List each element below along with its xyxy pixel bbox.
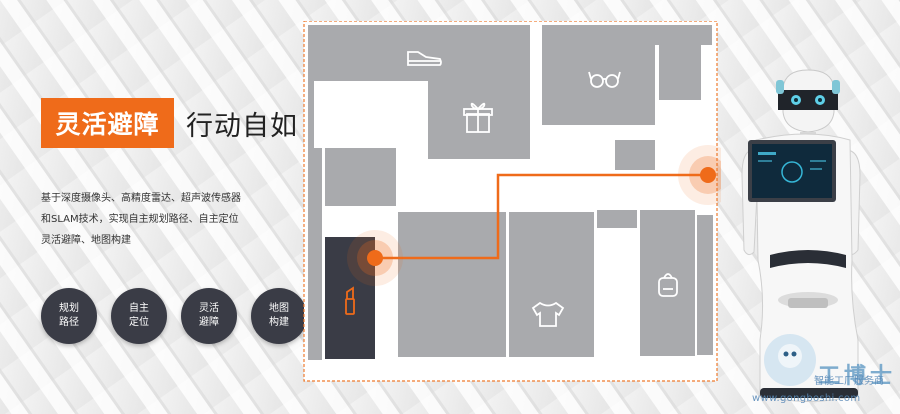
headline-rest: 行动自如	[186, 111, 298, 142]
map-block	[308, 81, 314, 206]
description-line: 和SLAM技术，实现自主规划路径、自主定位	[41, 214, 239, 225]
store-map	[303, 21, 721, 382]
feature-circle-avoidance: 灵活 避障	[181, 288, 237, 344]
feature-label: 地图	[269, 303, 289, 314]
feature-label: 定位	[129, 317, 149, 328]
watermark-logo-icon	[764, 334, 816, 386]
description-line: 灵活避障、地图构建	[41, 235, 131, 246]
map-block	[542, 37, 655, 125]
feature-circle-mapping: 地图 构建	[251, 288, 307, 344]
map-block	[615, 140, 655, 170]
gift-icon	[463, 102, 493, 133]
map-block	[640, 210, 695, 356]
feature-label: 规划	[59, 303, 79, 314]
description-line: 基于深度摄像头、高精度雷达、超声波传感器	[41, 193, 241, 204]
shoe-icon	[407, 51, 442, 66]
headline-highlight: 灵活避障	[41, 98, 174, 148]
lipstick-icon	[345, 286, 355, 315]
map-block	[308, 148, 322, 206]
map-block	[325, 148, 396, 206]
watermark-tagline: 智能工厂服务商	[814, 376, 884, 387]
feature-label: 灵活	[199, 303, 219, 314]
description: 基于深度摄像头、高精度雷达、超声波传感器 和SLAM技术，实现自主规划路径、自主…	[41, 188, 271, 251]
map-block	[398, 237, 506, 357]
feature-label: 自主	[129, 303, 149, 314]
robot-illustration	[741, 69, 861, 402]
feature-label: 路径	[59, 317, 79, 328]
map-block	[597, 210, 637, 228]
feature-circle-plan-route: 规划 路径	[41, 288, 97, 344]
route-start-point	[367, 250, 383, 266]
watermark-url: www.gongboshi.com	[752, 393, 861, 404]
map-block	[509, 212, 594, 357]
route-end-point	[700, 167, 716, 183]
map-block	[428, 81, 530, 159]
map-block	[308, 206, 322, 360]
map-block	[659, 37, 701, 100]
backpack-icon	[658, 273, 678, 297]
map-block	[697, 215, 713, 355]
feature-circle-positioning: 自主 定位	[111, 288, 167, 344]
watermark-brand: 工博士	[818, 364, 897, 389]
route-line	[375, 173, 708, 260]
tshirt-icon	[531, 301, 565, 327]
glasses-icon	[588, 71, 621, 88]
map-block	[398, 212, 506, 237]
lipstick-block	[325, 237, 375, 359]
feature-label: 避障	[199, 317, 219, 328]
feature-label: 构建	[269, 317, 289, 328]
